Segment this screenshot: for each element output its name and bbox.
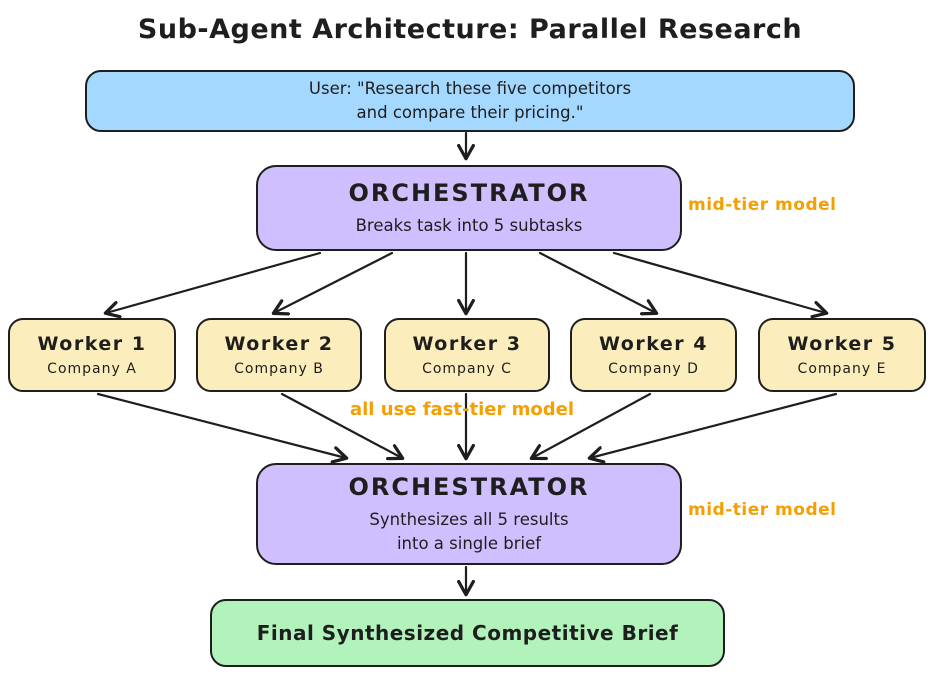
worker-2-name: Worker 2: [224, 333, 334, 355]
worker-4-name: Worker 4: [599, 333, 708, 355]
arrow-worker-5-to-orchestrator: [590, 392, 838, 458]
worker-1-box: Worker 1 Company A: [8, 318, 176, 392]
orchestrator-bottom-model-label: mid-tier model: [688, 500, 837, 520]
worker-1-name: Worker 1: [37, 333, 147, 355]
worker-3-company: Company C: [422, 361, 512, 377]
arrow-worker-2-to-orchestrator: [280, 392, 402, 458]
worker-5-box: Worker 5 Company E: [758, 318, 926, 392]
arrow-orchestrator-to-worker-1: [106, 251, 322, 313]
final-brief-box: Final Synthesized Competitive Brief: [210, 599, 725, 667]
orchestrator-bottom-box: ORCHESTRATOR Synthesizes all 5 results i…: [256, 463, 682, 565]
worker-3-name: Worker 3: [412, 333, 522, 355]
orchestrator-bottom-subtitle-line1: Synthesizes all 5 results: [369, 510, 569, 530]
arrow-worker-4-to-orchestrator: [532, 392, 652, 458]
worker-5-name: Worker 5: [787, 333, 897, 355]
worker-5-company: Company E: [797, 361, 887, 377]
orchestrator-bottom-subtitle-line2: into a single brief: [396, 533, 542, 553]
worker-2-box: Worker 2 Company B: [196, 318, 362, 392]
arrow-orchestrator-to-worker-5: [612, 251, 826, 313]
user-request-line2: and compare their pricing.": [356, 103, 584, 122]
orchestrator-top-subtitle: Breaks task into 5 subtasks: [355, 215, 583, 235]
orchestrator-top-box: ORCHESTRATOR Breaks task into 5 subtasks: [256, 165, 682, 251]
arrow-orchestrator-to-worker-4: [538, 251, 656, 313]
worker-2-company: Company B: [234, 361, 324, 377]
worker-3-box: Worker 3 Company C: [384, 318, 550, 392]
user-request-box: User: "Research these five competitors a…: [85, 70, 855, 132]
worker-4-company: Company D: [608, 361, 699, 377]
worker-4-box: Worker 4 Company D: [570, 318, 737, 392]
page-title: Sub-Agent Architecture: Parallel Researc…: [137, 14, 803, 45]
orchestrator-bottom-title: ORCHESTRATOR: [348, 473, 590, 502]
worker-1-company: Company A: [47, 361, 137, 377]
workers-model-note: all use fast-tier model: [349, 399, 575, 420]
orchestrator-top-model-label: mid-tier model: [688, 195, 837, 215]
arrow-orchestrator-to-worker-2: [274, 251, 394, 313]
orchestrator-bottom-subtitle: Synthesizes all 5 results into a single …: [369, 508, 568, 554]
arrow-worker-1-to-orchestrator: [96, 392, 346, 458]
final-brief-label: Final Synthesized Competitive Brief: [256, 621, 679, 645]
user-request-line1: User: "Research these five competitors: [308, 79, 632, 99]
orchestrator-top-title: ORCHESTRATOR: [348, 178, 590, 207]
